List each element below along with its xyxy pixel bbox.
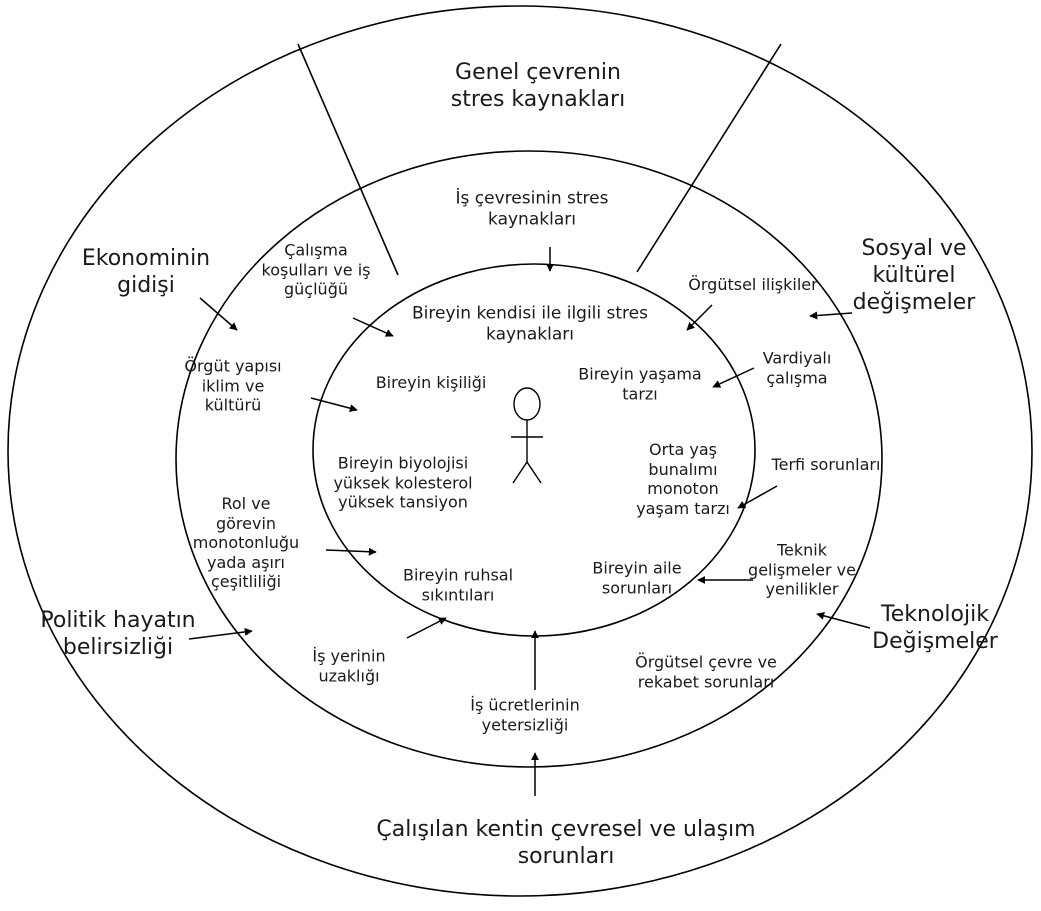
arrow-work-conditions <box>352 317 394 337</box>
economy-label: Ekonominin gidişi <box>81 246 211 298</box>
role-label: Rol ve görevin monotonluğu yada aşırı çe… <box>192 494 300 592</box>
work-conditions-label: Çalışma koşulları ve iş güçlüğü <box>261 240 371 299</box>
distance-label: İş yerinin uzaklığı <box>312 646 386 685</box>
promotion-label: Terfi sorunları <box>771 455 881 475</box>
org-environment-label: Örgütsel çevre ve rekabet sorunları <box>635 652 777 691</box>
arrow-org-relations <box>686 304 713 331</box>
politics-label: Politik hayatın belirsizliği <box>40 608 196 660</box>
lifestyle-label: Bireyin yaşama tarzı <box>578 364 702 403</box>
person-stick-figure-icon <box>511 387 543 484</box>
tech-dev-label: Teknik gelişmeler ve yenilikler <box>748 540 856 599</box>
arrow-promotion <box>737 485 778 509</box>
family-label: Bireyin aile sorunları <box>592 558 682 597</box>
arrow-org-structure <box>310 397 358 413</box>
psych-label: Bireyin ruhsal sıkıntıları <box>402 565 514 604</box>
social-label: Sosyal ve kültürel değişmeler <box>852 235 976 315</box>
wages-label: İş ücretlerinin yetersizliği <box>470 695 580 734</box>
middle-ring-title: İş çevresinin stres kaynakları <box>455 188 609 229</box>
outer-ring <box>7 5 1033 897</box>
city-label: Çalışılan kentin çevresel ve ulaşım soru… <box>376 817 756 869</box>
midlife-label: Orta yaş bunalımı monoton yaşam tarzı <box>636 439 730 518</box>
org-relations-label: Örgütsel ilişkiler <box>688 275 818 295</box>
arrow-technology <box>816 611 871 629</box>
inner-ring-title: Bireyin kendisi ile ilgili stres kaynakl… <box>412 303 648 344</box>
middle-ring <box>175 150 883 768</box>
divider-line-right <box>636 43 782 273</box>
biology-label: Bireyin biyolojisi yüksek kolesterol yük… <box>333 453 473 512</box>
outer-ring-title: Genel çevrenin stres kaynakları <box>450 60 626 112</box>
shift-work-label: Vardiyalı çalışma <box>762 348 832 387</box>
arrow-distance <box>406 617 447 639</box>
arrow-politics <box>188 627 253 640</box>
divider-line-left <box>297 43 399 276</box>
org-structure-label: Örgüt yapısı iklim ve kültürü <box>184 356 282 415</box>
arrow-role <box>325 547 377 556</box>
arrow-shift-work <box>712 367 755 388</box>
arrow-economy <box>199 297 238 331</box>
personality-label: Bireyin kişiliği <box>375 373 487 393</box>
technology-label: Teknolojik Değişmeler <box>872 602 998 654</box>
arrow-social <box>809 311 853 320</box>
